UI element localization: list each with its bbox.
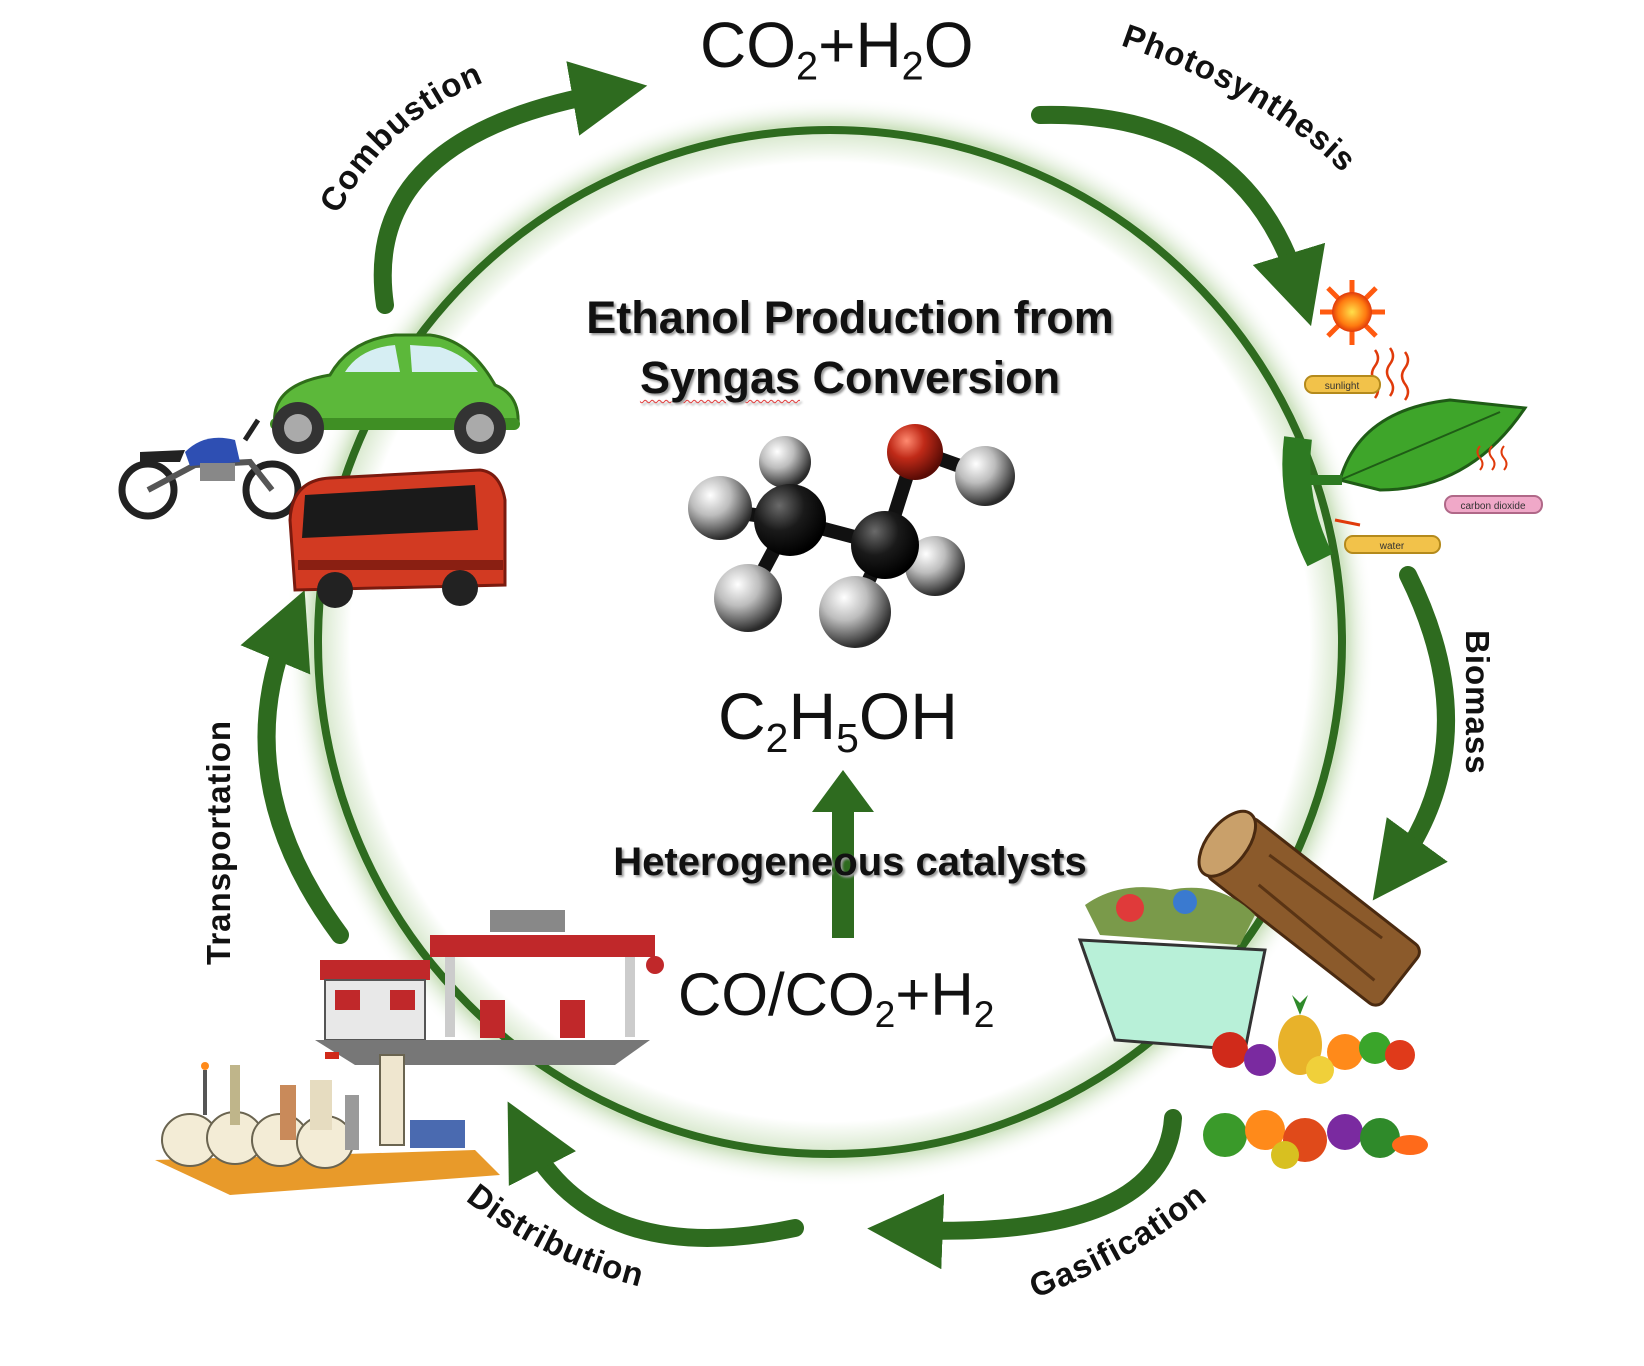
transportation-arrow bbox=[240, 590, 349, 944]
log-icon bbox=[1197, 809, 1421, 1007]
car-icon bbox=[270, 333, 520, 454]
cycle-ring bbox=[314, 126, 1346, 1158]
motorcycle-icon bbox=[118, 418, 302, 520]
sunlight-tag bbox=[1304, 375, 1381, 394]
distribution-label: Distribution bbox=[461, 1176, 649, 1293]
co2-waves bbox=[1476, 445, 1508, 471]
catalysis-up-arrow bbox=[812, 770, 874, 938]
gasification-arrow bbox=[867, 1109, 1182, 1270]
bus-icon bbox=[288, 468, 507, 608]
title-syngas-word: Syngas bbox=[639, 352, 801, 403]
catalyst-label: Heterogeneous catalysts bbox=[613, 840, 1087, 884]
title-line-2-rest: Conversion bbox=[800, 352, 1061, 403]
refinery-icon bbox=[155, 1052, 500, 1195]
distribution-arrow bbox=[507, 1101, 804, 1247]
transportation-label: Transportation bbox=[200, 720, 237, 965]
product-formula: C2H5OH bbox=[718, 679, 958, 762]
biomass-arrow bbox=[1372, 566, 1455, 901]
photosynthesis-arrow bbox=[1031, 105, 1326, 327]
carbon-dioxide-tag bbox=[1444, 495, 1543, 514]
feed-formula: CO/CO2+H2 bbox=[678, 961, 995, 1035]
diagram-title: Ethanol Production from Syngas Conversio… bbox=[420, 288, 1280, 408]
top-formula: CO2+H2O bbox=[700, 9, 974, 89]
water-tag-label: water bbox=[1379, 541, 1405, 552]
title-line-2: Syngas Conversion bbox=[420, 348, 1280, 408]
combustion-arrow bbox=[373, 61, 648, 314]
vegetables-icon bbox=[1203, 1110, 1428, 1169]
title-line-1: Ethanol Production from bbox=[586, 292, 1114, 343]
ethanol-molecule bbox=[688, 424, 1015, 648]
waste-bin-icon bbox=[1077, 887, 1267, 1052]
sunlight-tag-label: sunlight bbox=[1325, 381, 1360, 392]
leaf-icon bbox=[1282, 398, 1528, 567]
sun-icon bbox=[1320, 280, 1385, 345]
carbon-dioxide-tag-label: carbon dioxide bbox=[1460, 501, 1525, 512]
water-tag bbox=[1344, 535, 1441, 554]
fruits-icon bbox=[1212, 995, 1415, 1084]
biomass-label: Biomass bbox=[1459, 630, 1496, 775]
photosynthesis-label: Photosynthesis bbox=[1118, 17, 1364, 179]
